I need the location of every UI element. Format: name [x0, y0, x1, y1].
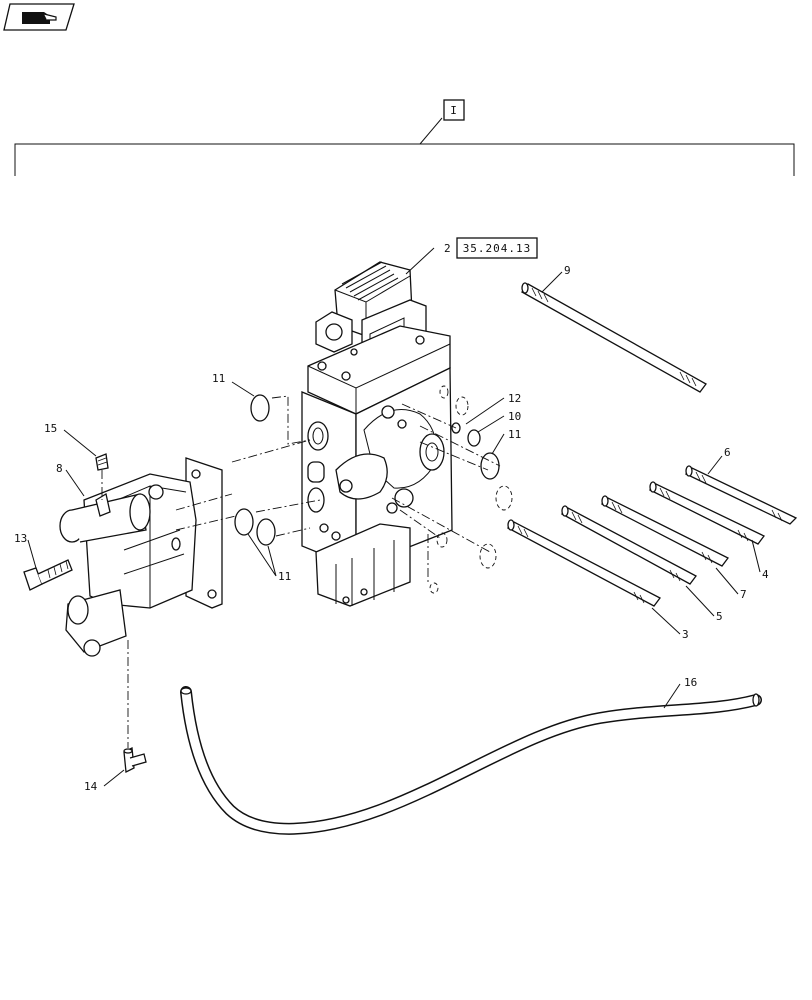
callout-3: 3 — [682, 628, 689, 641]
callout-7: 7 — [740, 588, 747, 601]
assembly-label: I — [450, 104, 458, 117]
set-screw — [95, 453, 109, 471]
callout-10: 10 — [508, 410, 521, 423]
callout-6: 6 — [724, 446, 731, 459]
callout-13: 13 — [14, 532, 27, 545]
callout-16: 16 — [684, 676, 697, 689]
tie-rod-9 — [521, 282, 707, 393]
callout-14: 14 — [84, 780, 98, 793]
nav-badge[interactable] — [3, 3, 75, 31]
tie-rod-5 — [560, 505, 697, 585]
tie-rod-7 — [600, 495, 729, 567]
elbow-fitting — [123, 746, 147, 774]
callout-4: 4 — [762, 568, 769, 581]
callout-12: 12 — [508, 392, 521, 405]
callout-5: 5 — [716, 610, 723, 623]
tie-rod-6 — [684, 465, 798, 525]
hydraulic-hose — [180, 686, 762, 835]
callout-8: 8 — [56, 462, 63, 475]
control-valve-section — [301, 261, 453, 607]
hydraulic-manifold — [59, 457, 223, 657]
hand-pointer-icon — [22, 12, 57, 24]
assembly-bracket: I — [14, 99, 795, 176]
callout-labels: 2 9 11 12 10 11 15 8 13 11 6 4 7 5 3 16 … — [14, 242, 769, 793]
assembly-centerlines — [101, 395, 501, 748]
reference-label: 35.204.13 — [463, 242, 532, 255]
callout-11-top: 11 — [212, 372, 225, 385]
callout-9: 9 — [564, 264, 571, 277]
reference-box[interactable]: 35.204.13 — [456, 237, 538, 259]
tie-rod-3 — [506, 519, 661, 607]
hidden-o-rings — [429, 385, 513, 594]
hex-bolt — [23, 559, 73, 591]
tie-rod-4 — [648, 481, 765, 545]
callout-leaders — [27, 247, 761, 787]
callout-11-bottom: 11 — [278, 570, 291, 583]
callout-2: 2 — [444, 242, 451, 255]
callout-11-right: 11 — [508, 428, 521, 441]
callout-15: 15 — [44, 422, 57, 435]
